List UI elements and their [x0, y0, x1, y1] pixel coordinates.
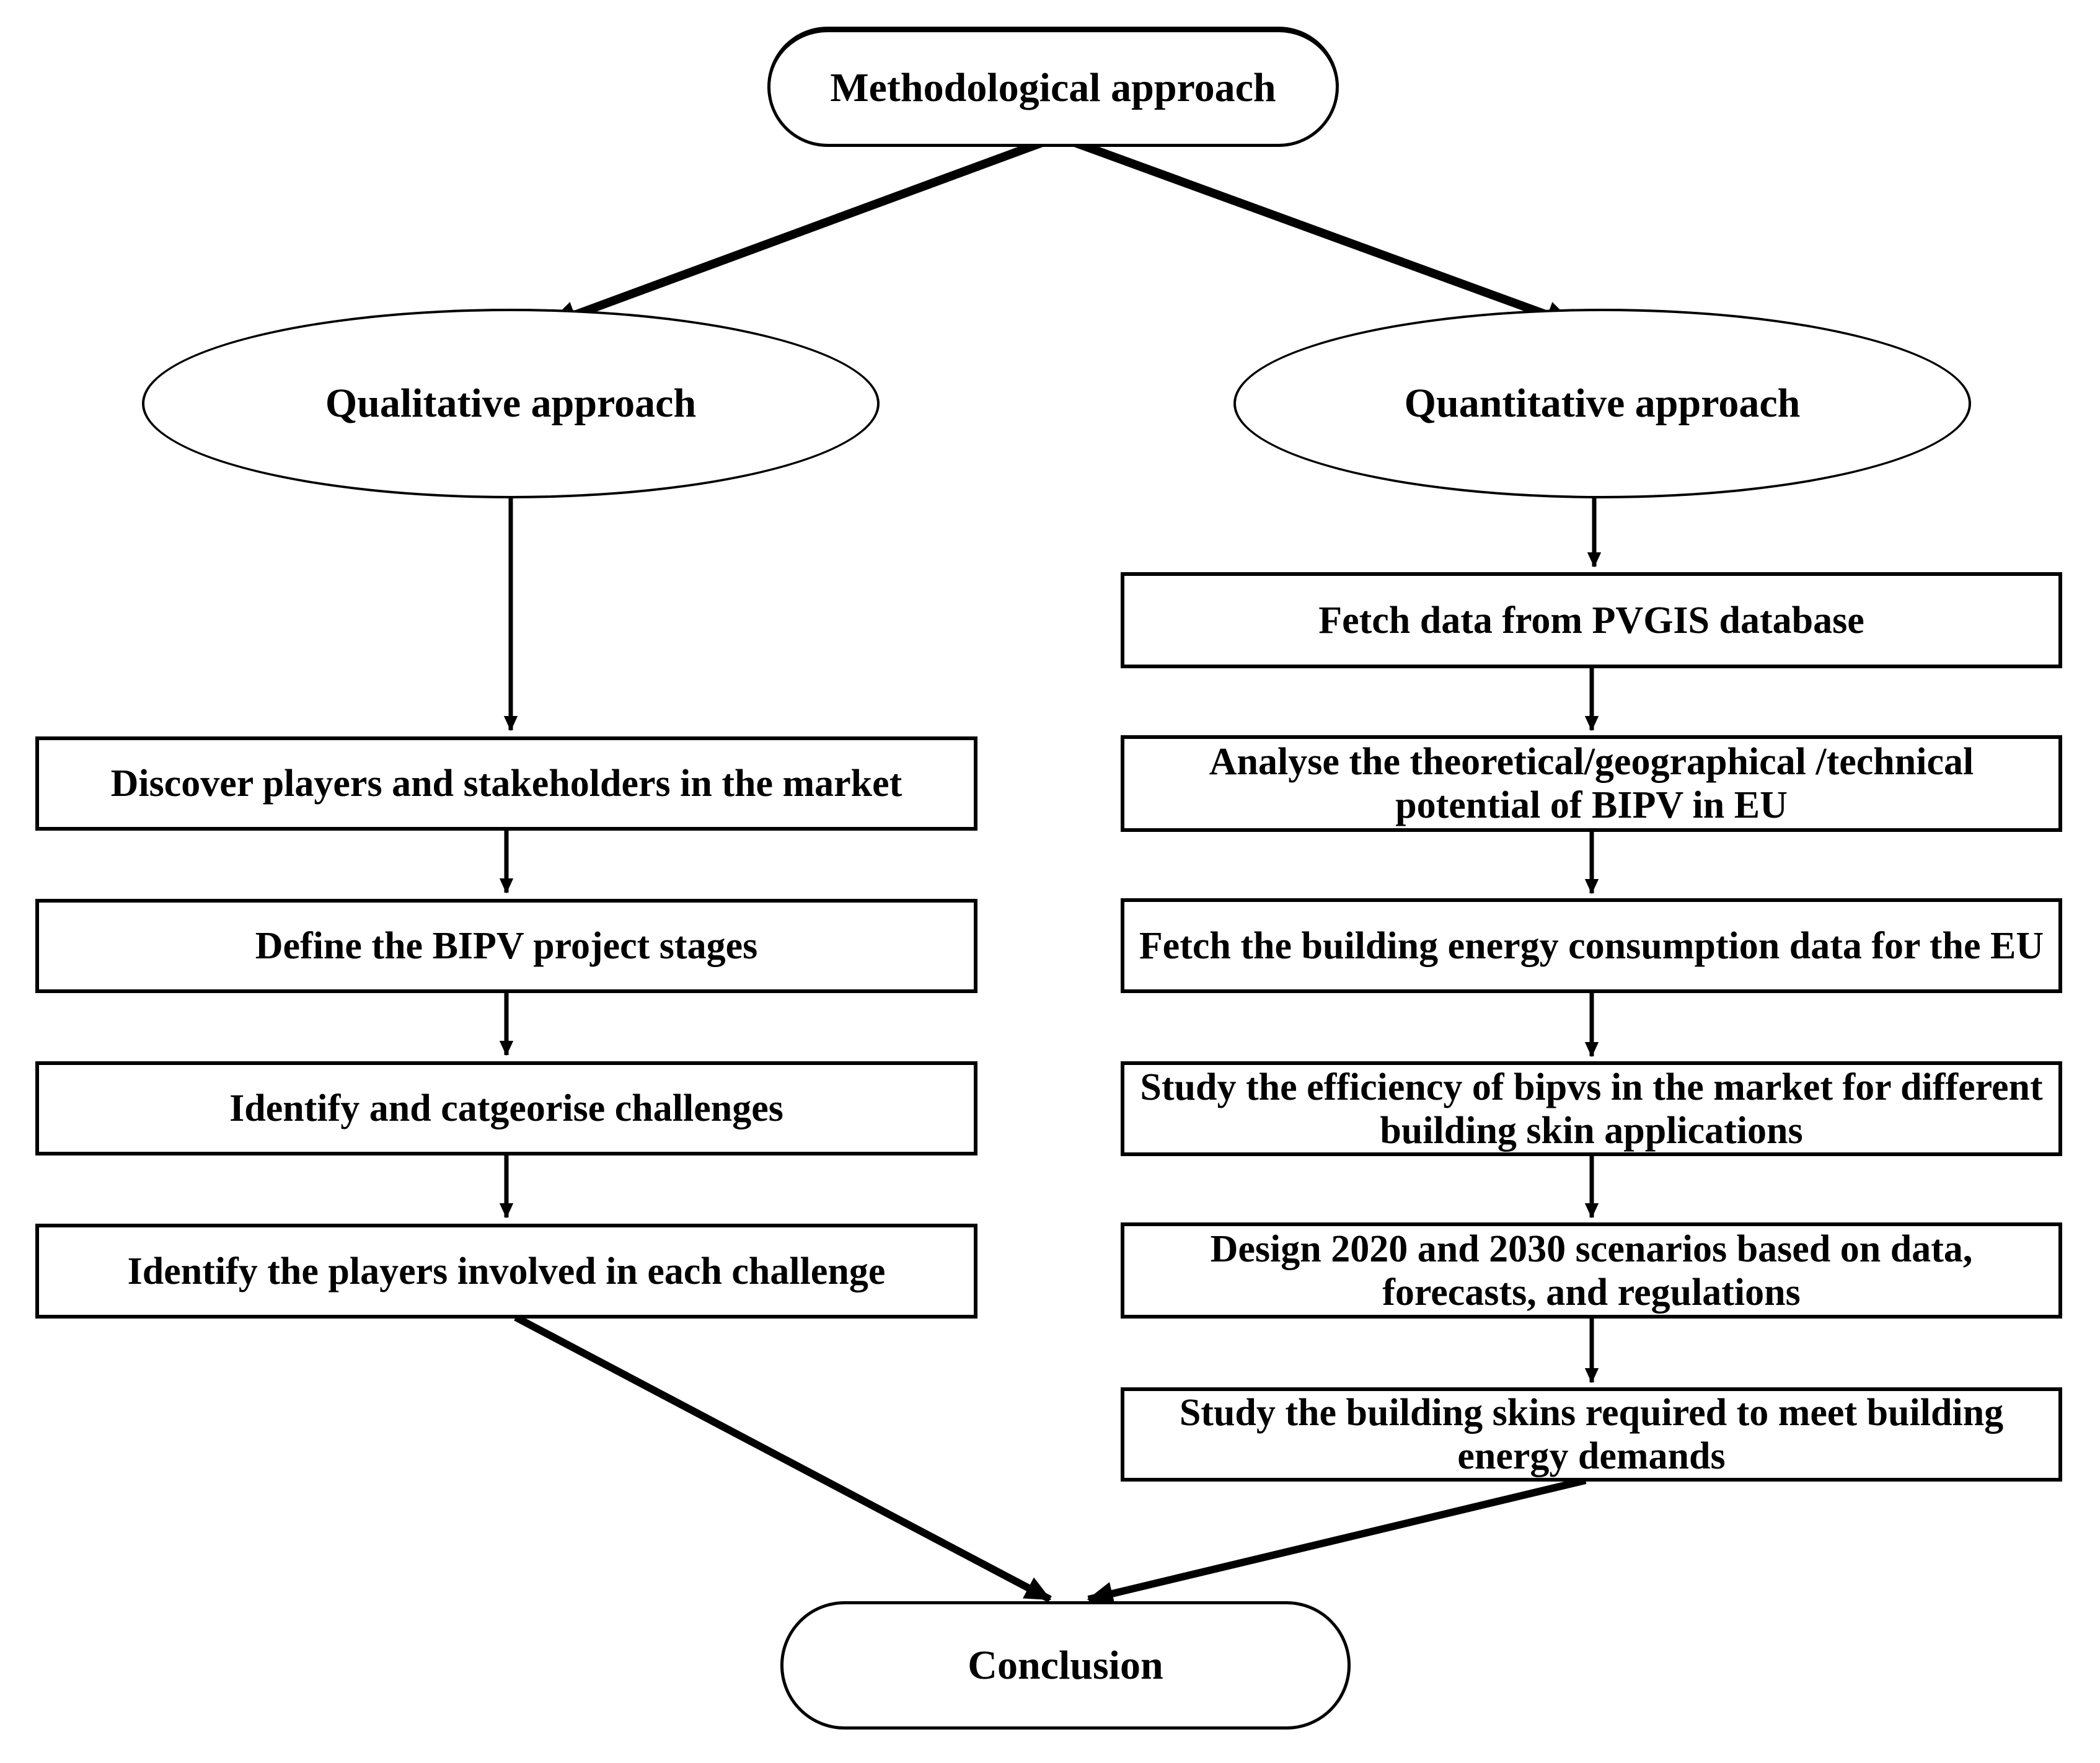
node-qual-step-identify-challenges: Identify and catgeorise challenges	[35, 1061, 977, 1155]
node-conclusion: Conclusion	[780, 1601, 1351, 1730]
node-qual-step-identify-players: Identify the players involved in each ch…	[35, 1224, 977, 1319]
node-quant-step-analyse-potential: Analyse the theoretical/geographical /te…	[1121, 735, 2062, 832]
node-quant-step-fetch-consumption: Fetch the building energy consumption da…	[1121, 898, 2062, 993]
node-methodological-approach: Methodological approach	[767, 27, 1339, 147]
arrow-qualitative-to-conclusion	[514, 1314, 1052, 1603]
node-qual-step-discover-players: Discover players and stakeholders in the…	[35, 736, 977, 831]
node-quant-step-study-skins: Study the building skins required to mee…	[1121, 1387, 2062, 1482]
node-quantitative-approach: Quantitative approach	[1233, 309, 1971, 498]
node-qual-step-define-stages: Define the BIPV project stages	[35, 899, 977, 993]
arrow-quantitative-to-conclusion	[1087, 1477, 1587, 1606]
node-qualitative-approach: Qualitative approach	[142, 309, 880, 498]
arrow-root-to-qualitative	[546, 133, 1057, 329]
node-quant-step-design-scenarios: Design 2020 and 2030 scenarios based on …	[1121, 1222, 2062, 1319]
arrow-root-to-quantitative	[1059, 133, 1576, 329]
node-quant-step-fetch-pvgis: Fetch data from PVGIS database	[1121, 572, 2062, 668]
node-quant-step-study-efficiency: Study the efficiency of bipvs in the mar…	[1121, 1061, 2062, 1156]
